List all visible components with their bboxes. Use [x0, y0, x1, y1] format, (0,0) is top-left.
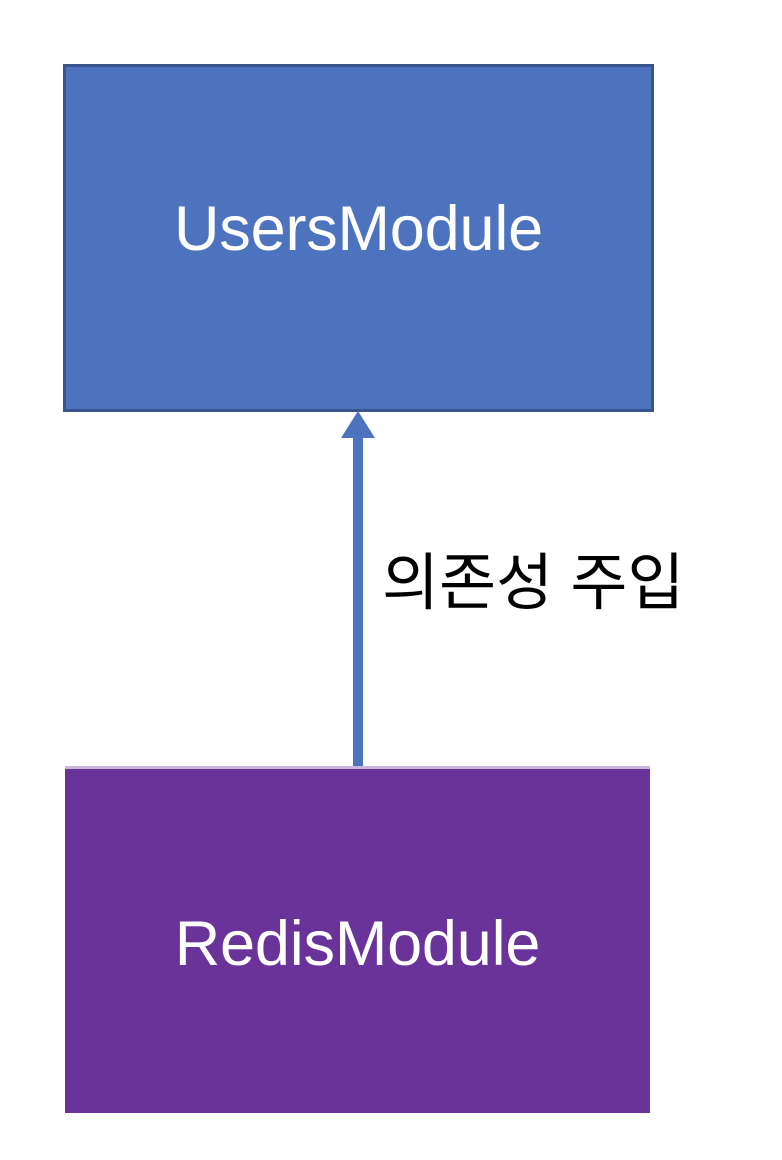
edge-redis-to-users [330, 405, 390, 770]
arrow-shaft [353, 435, 363, 770]
arrow-up-icon [341, 411, 375, 770]
arrow-head [341, 411, 375, 438]
node-redis-module-label: RedisModule [174, 909, 541, 980]
node-users-module[interactable]: UsersModule [63, 64, 654, 412]
node-users-module-label: UsersModule [174, 194, 543, 265]
edge-label-dependency-injection: 의존성 주입 [382, 549, 685, 618]
node-redis-module[interactable]: RedisModule [65, 766, 650, 1113]
